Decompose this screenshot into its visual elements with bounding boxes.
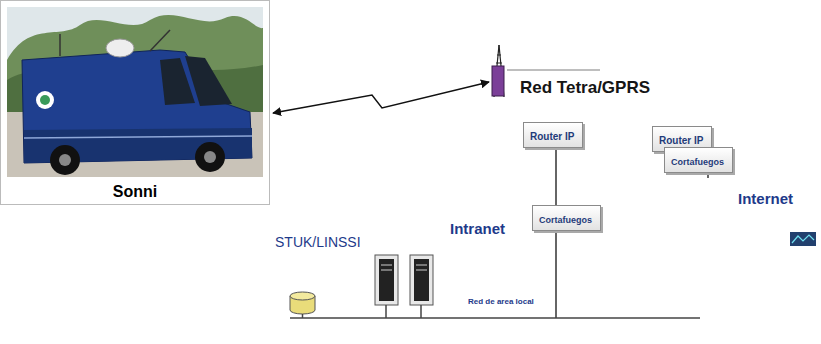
wireless-link [273, 82, 489, 113]
firewall-box: Cortafuegos [664, 147, 733, 173]
cloud-shape [262, 0, 772, 228]
network-cloud: Red Tetra/GPRS Router IP Router IP [262, 0, 772, 228]
database-symbol [290, 292, 315, 318]
box-label: Router IP [530, 131, 574, 143]
network-link [555, 148, 557, 205]
box-label: Router IP [659, 135, 703, 147]
internet-icon [790, 232, 816, 246]
node-label: Red Tetra/GPRS [520, 78, 650, 98]
intranet-cloud: Intranet [225, 188, 740, 344]
box-label: Cortafuegos [539, 215, 592, 226]
box-label: Cortafuegos [671, 157, 724, 168]
node-label: Intranet [450, 220, 505, 238]
label-holder: Red de area local [468, 297, 534, 307]
firewall-box: Cortafuegos [532, 205, 601, 231]
router-box: Router IP [523, 122, 583, 148]
network-label: Red de area local [468, 297, 534, 307]
node-label: Internet [738, 190, 793, 208]
photo-frame: Sonni [0, 0, 270, 205]
internet-cloud: Internet [688, 160, 819, 252]
cloud-shape [225, 188, 740, 344]
server-group [375, 255, 433, 318]
lan-line [290, 317, 700, 319]
node-label: Sonni [1, 182, 269, 201]
network-link [555, 231, 557, 318]
network-link [707, 173, 709, 178]
label-holder: STUK/LINSSI [275, 234, 361, 251]
van-photo [0, 0, 270, 205]
site-label: STUK/LINSSI [275, 234, 361, 251]
